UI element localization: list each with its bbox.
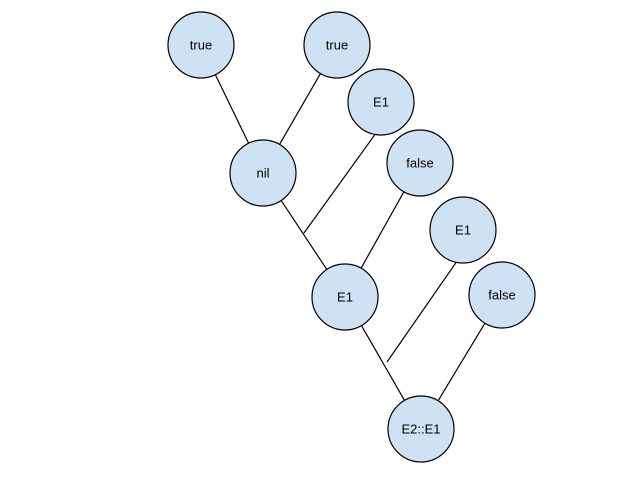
edge-n_false_top-n_e1_mid: [360, 191, 405, 269]
node-circle: [468, 261, 536, 329]
edge-n_e1_mid-n_e2e1: [360, 325, 406, 401]
node-label: E2::E1: [401, 422, 440, 437]
node-circle: [167, 11, 235, 79]
node-false-right: false: [468, 261, 536, 329]
edge-n_e1_right-n_e2e1: [386, 261, 457, 363]
node-true-left: true: [167, 11, 235, 79]
node-e1-right: E1: [429, 196, 497, 264]
node-circle: [347, 68, 415, 136]
node-label: false: [488, 288, 515, 303]
node-circle: [229, 139, 297, 207]
node-circle: [429, 196, 497, 264]
node-e2e1: E2::E1: [387, 395, 455, 463]
edges-layer: [214, 73, 486, 402]
node-circle: [311, 263, 379, 331]
edge-n_true_left-n_nil: [214, 74, 250, 144]
node-true-right: true: [303, 11, 371, 79]
node-label: true: [326, 38, 348, 53]
node-circle: [387, 395, 455, 463]
node-label: E1: [455, 223, 471, 238]
node-e1-top: E1: [347, 68, 415, 136]
edge-n_e1_top-n_e1_mid: [303, 134, 376, 234]
node-label: true: [190, 38, 212, 53]
node-e1-mid: E1: [311, 263, 379, 331]
node-circle: [303, 11, 371, 79]
edge-n_true_right-n_nil: [278, 73, 322, 145]
node-label: E1: [337, 290, 353, 305]
node-label: E1: [373, 95, 389, 110]
node-false-top: false: [386, 129, 454, 197]
node-label: false: [406, 156, 433, 171]
node-nil: nil: [229, 139, 297, 207]
edge-n_nil-n_e1_mid: [280, 200, 328, 270]
node-label: nil: [256, 166, 269, 181]
edge-n_false_right-n_e2e1: [437, 322, 486, 402]
node-circle: [386, 129, 454, 197]
